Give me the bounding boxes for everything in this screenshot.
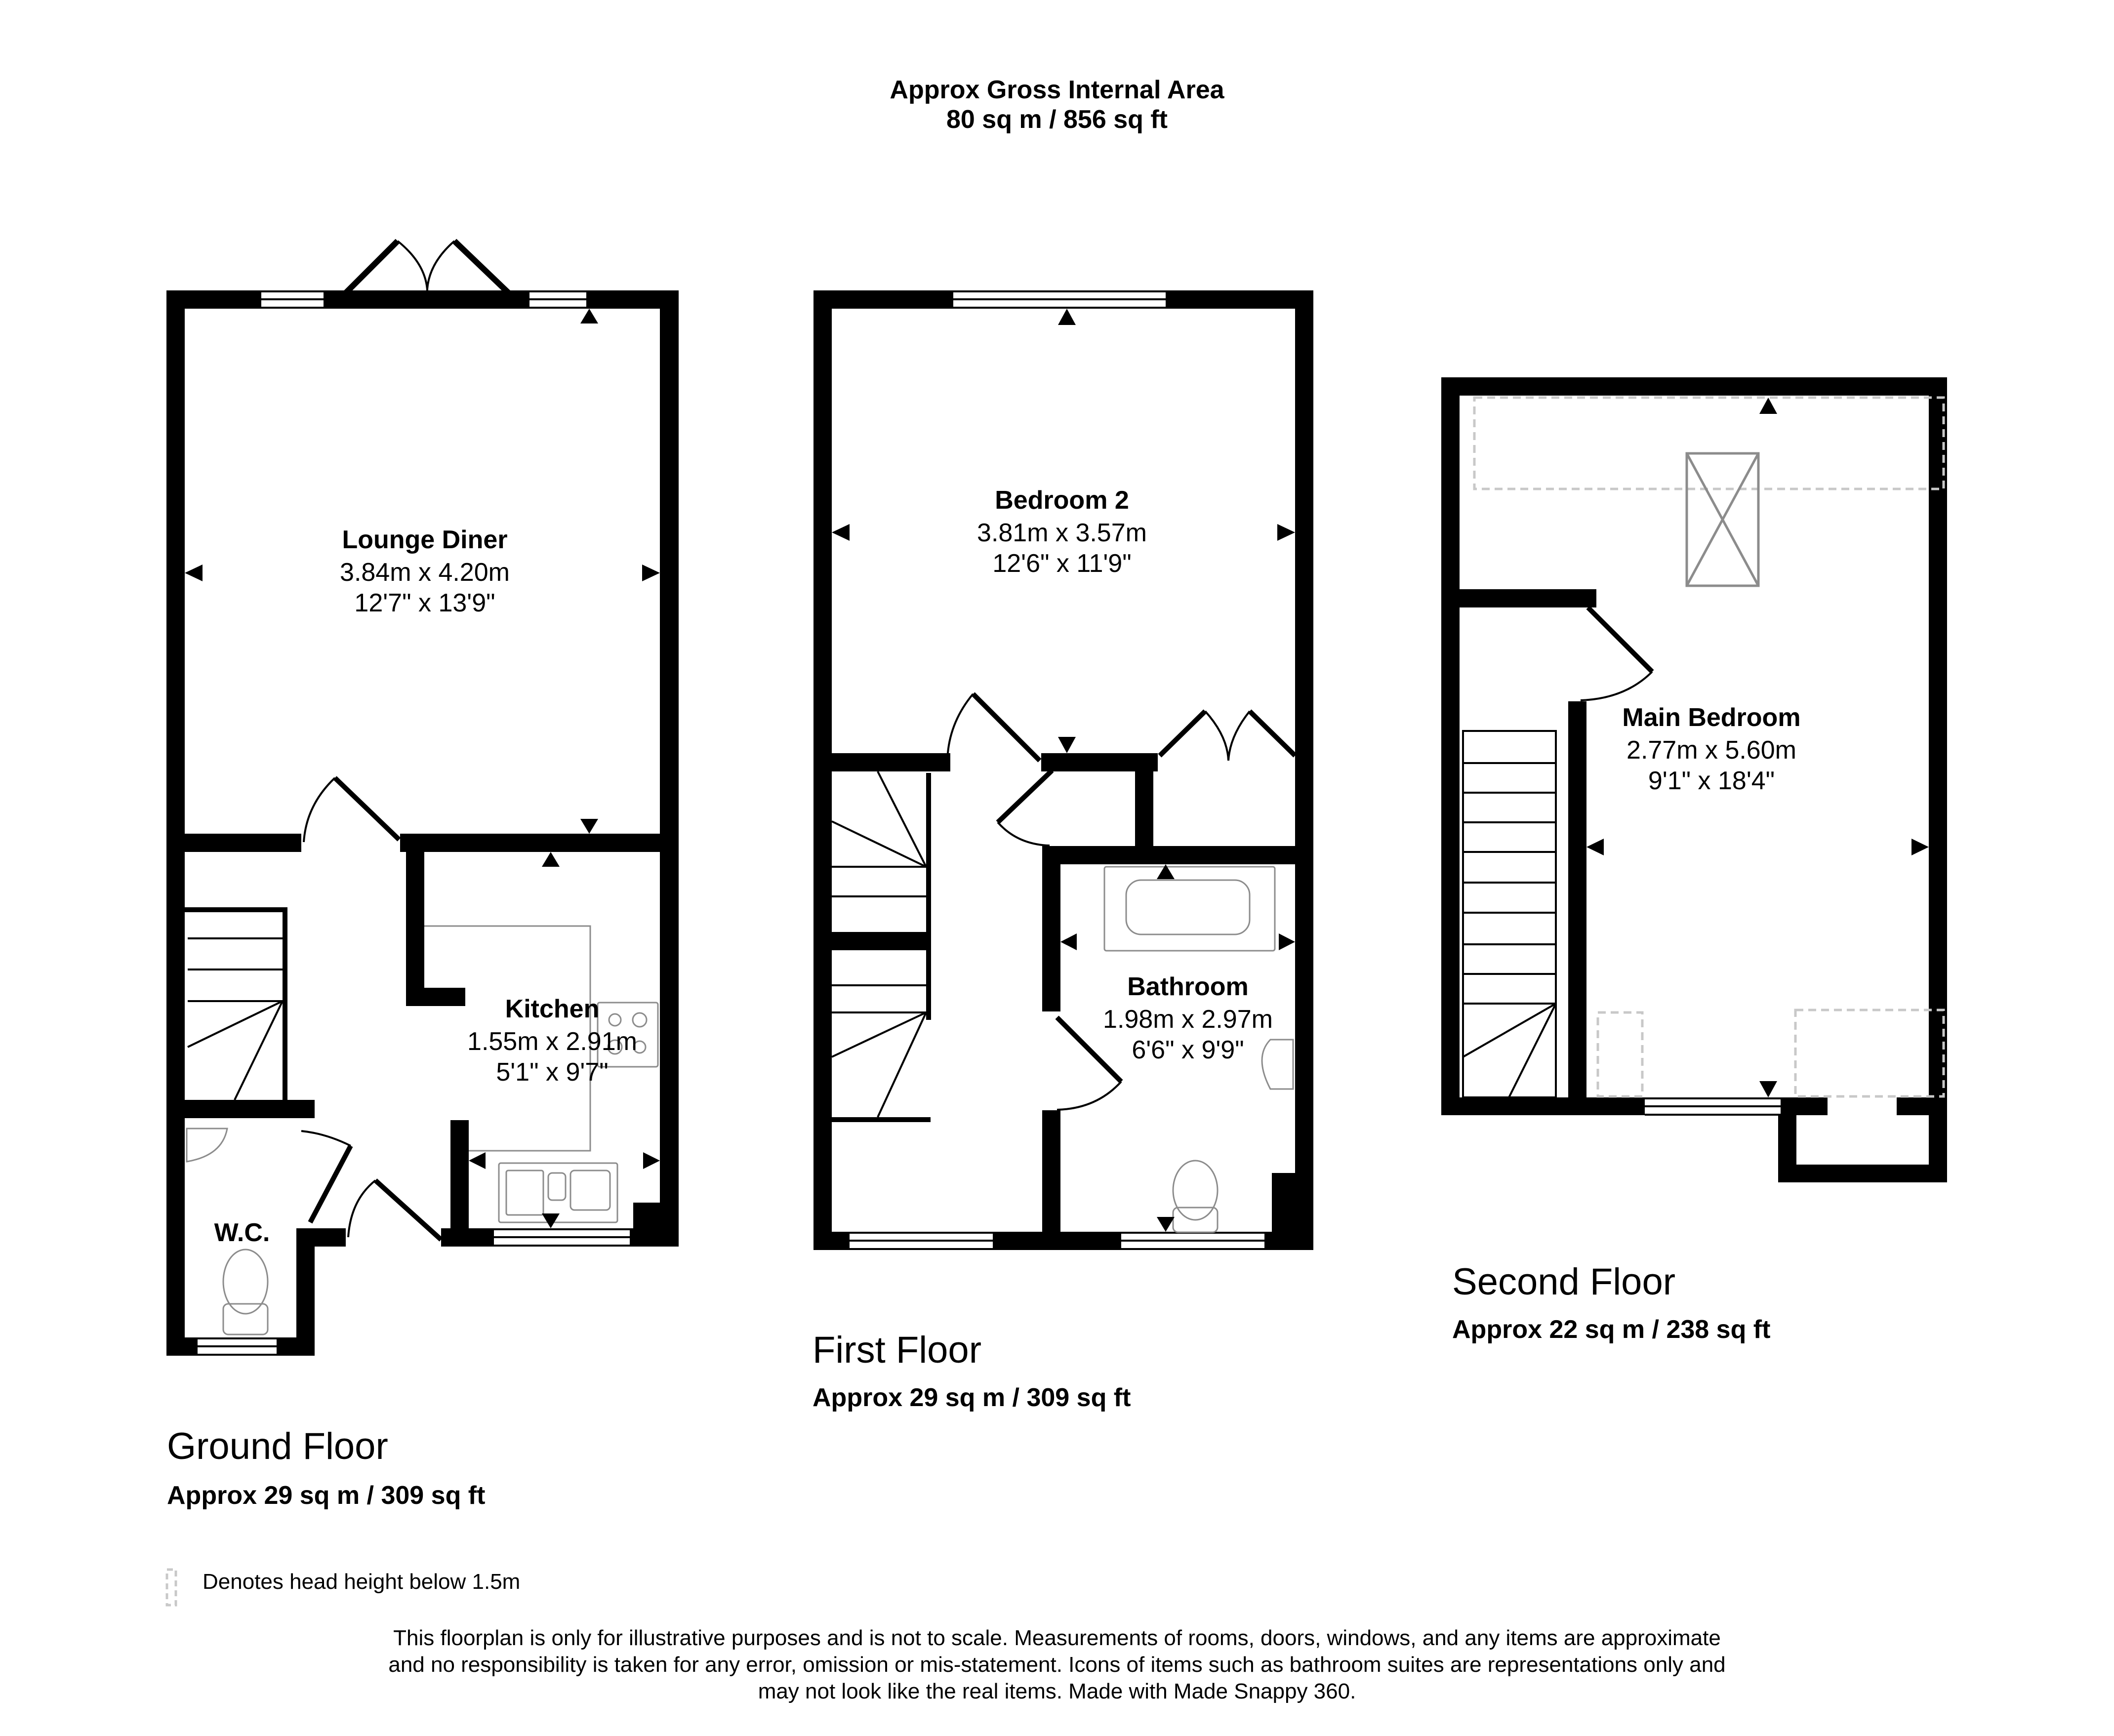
second-dimension-arrows bbox=[1586, 398, 1929, 1097]
floor-area-second: Approx 22 sq m / 238 sq ft bbox=[1452, 1315, 1771, 1344]
low-headroom-areas bbox=[1473, 396, 1945, 1098]
legend-dashed-rectangle-icon bbox=[165, 1568, 177, 1607]
ground-floor-stairs bbox=[187, 937, 284, 1100]
skylight bbox=[1685, 452, 1760, 587]
kitchen-fixtures bbox=[424, 925, 659, 1223]
room-metric-bathroom: 1.98m x 2.97m bbox=[1103, 1005, 1273, 1034]
wc-fixtures bbox=[186, 1128, 269, 1335]
first-floor-doors bbox=[946, 692, 1297, 1111]
second-floor-stairs bbox=[1462, 730, 1557, 1098]
first-dimension-arrows bbox=[832, 309, 1295, 1232]
floor-name-first: First Floor bbox=[813, 1329, 981, 1371]
room-imperial-lounge-diner: 12'7" x 13'9" bbox=[354, 589, 495, 617]
disclaimer-line-1: This floorplan is only for illustrative … bbox=[393, 1626, 1721, 1650]
second-floor-doors bbox=[1580, 606, 1654, 701]
floor-area-first: Approx 29 sq m / 309 sq ft bbox=[813, 1383, 1131, 1412]
floor-name-ground: Ground Floor bbox=[167, 1425, 388, 1467]
disclaimer-line-3: may not look like the real items. Made w… bbox=[758, 1679, 1356, 1703]
room-metric-kitchen: 1.55m x 2.91m bbox=[467, 1027, 637, 1056]
room-name-wc: W.C. bbox=[214, 1218, 270, 1247]
room-metric-lounge-diner: 3.84m x 4.20m bbox=[340, 558, 510, 587]
room-imperial-bedroom-2: 12'6" x 11'9" bbox=[992, 549, 1132, 578]
room-name-bathroom: Bathroom bbox=[1127, 972, 1249, 1001]
room-imperial-kitchen: 5'1" x 9'7" bbox=[496, 1058, 609, 1087]
ground-floor-plan bbox=[166, 290, 679, 1356]
ground-dimension-arrows bbox=[185, 309, 660, 1228]
room-metric-bedroom-2: 3.81m x 3.57m bbox=[977, 519, 1147, 547]
ground-floor-doors bbox=[301, 776, 443, 1242]
floor-area-ground: Approx 29 sq m / 309 sq ft bbox=[167, 1481, 486, 1510]
legend-text: Denotes head height below 1.5m bbox=[203, 1570, 521, 1594]
room-imperial-bathroom: 6'6" x 9'9" bbox=[1132, 1036, 1244, 1064]
floor-name-second: Second Floor bbox=[1452, 1261, 1676, 1303]
second-floor-windows bbox=[1645, 1097, 1781, 1116]
bathroom-fixtures bbox=[1103, 866, 1294, 1233]
room-name-bedroom-2: Bedroom 2 bbox=[995, 486, 1129, 515]
first-floor-stairs bbox=[831, 771, 927, 1118]
room-name-kitchen: Kitchen bbox=[505, 995, 600, 1023]
disclaimer-line-2: and no responsibility is taken for any e… bbox=[388, 1653, 1726, 1677]
gross-area-title: Approx Gross Internal Area bbox=[890, 76, 1224, 104]
room-name-lounge-diner: Lounge Diner bbox=[342, 525, 508, 554]
gross-area-total: 80 sq m / 856 sq ft bbox=[946, 105, 1168, 134]
french-doors bbox=[338, 239, 516, 300]
room-name-main-bedroom: Main Bedroom bbox=[1622, 703, 1801, 732]
first-floor-plan bbox=[813, 290, 1313, 1250]
second-floor-plan bbox=[1441, 377, 1947, 1182]
room-imperial-main-bedroom: 9'1" x 18'4" bbox=[1648, 767, 1775, 795]
room-metric-main-bedroom: 2.77m x 5.60m bbox=[1626, 736, 1796, 765]
